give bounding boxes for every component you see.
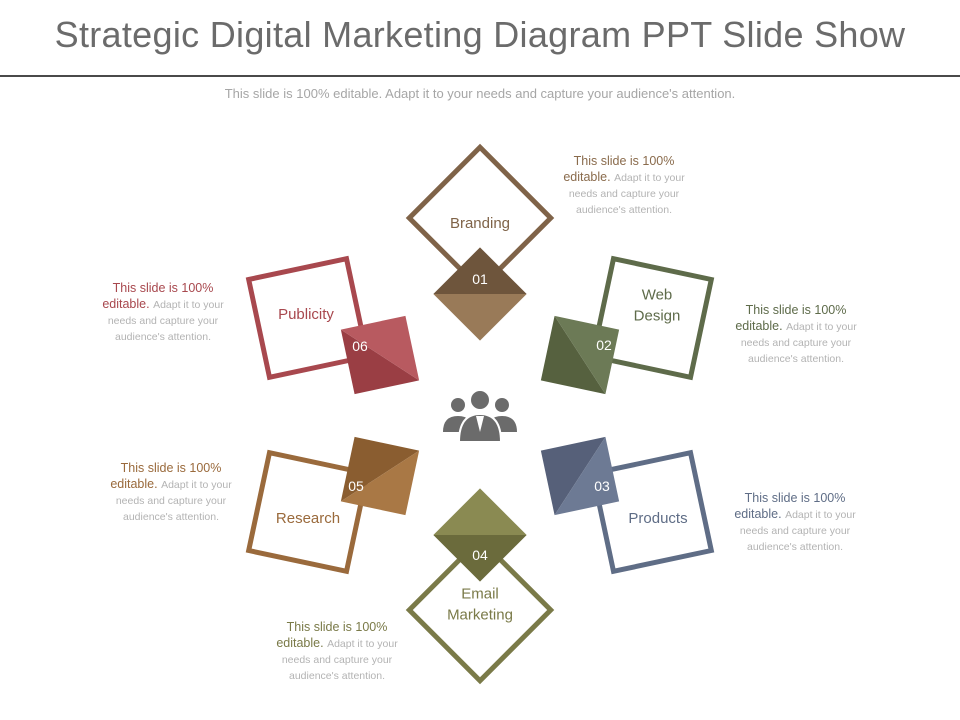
badge-shade-dark [340, 329, 420, 395]
note-highlight: This slide is 100% editable. [276, 620, 388, 650]
note-body: Adapt it to your needs and capture your … [107, 299, 224, 343]
node-label: Marketing [447, 607, 513, 624]
node-frame [589, 255, 715, 381]
note-web-design: This slide is 100% editable. Adapt it to… [721, 302, 871, 366]
badge-shade-light [340, 450, 420, 516]
note-research: This slide is 100% editable. Adapt it to… [96, 460, 246, 524]
node-number: 05 [348, 478, 364, 494]
note-highlight: This slide is 100% editable. [734, 491, 846, 521]
node-label: Design [634, 308, 681, 325]
badge-shade-light [433, 535, 527, 582]
badge-shade-dark [540, 315, 606, 395]
node-number: 02 [596, 337, 612, 353]
node-number: 04 [472, 547, 488, 563]
note-body: Adapt it to your needs and capture your … [740, 321, 857, 365]
badge-shade-light [554, 436, 620, 516]
note-body: Adapt it to your needs and capture your … [739, 509, 856, 553]
badge-shade-dark [540, 436, 606, 516]
note-body: Adapt it to your needs and capture your … [568, 172, 685, 216]
node-publicity: 06 Publicity [245, 255, 420, 395]
badge-shade-light [554, 315, 620, 395]
slide-title: Strategic Digital Marketing Diagram PPT … [54, 14, 906, 55]
node-label: Branding [450, 215, 510, 232]
slide-subtitle: This slide is 100% editable. Adapt it to… [224, 86, 736, 101]
node-number: 06 [352, 338, 368, 354]
badge-shade-dark [433, 488, 527, 535]
node-label: Web [642, 287, 673, 304]
node-number: 03 [594, 478, 610, 494]
note-body: Adapt it to your needs and capture your … [281, 638, 398, 682]
node-number: 01 [472, 271, 488, 287]
node-label: Research [276, 510, 340, 527]
note-highlight: This slide is 100% editable. [110, 461, 222, 491]
note-highlight: This slide is 100% editable. [735, 303, 847, 333]
badge-shade-light [340, 315, 420, 381]
node-branding: 01 Branding [405, 143, 555, 341]
note-products: This slide is 100% editable. Adapt it to… [720, 490, 870, 554]
badge-shade-dark [340, 436, 420, 502]
people-group-icon [443, 389, 517, 443]
note-branding: This slide is 100% editable. Adapt it to… [549, 153, 699, 217]
node-frame [589, 449, 715, 575]
node-label: Products [628, 510, 687, 527]
note-highlight: This slide is 100% editable. [102, 281, 214, 311]
note-email-marketing: This slide is 100% editable. Adapt it to… [262, 619, 412, 683]
badge-shade-light [433, 294, 527, 341]
node-label: Email [461, 586, 499, 603]
note-publicity: This slide is 100% editable. Adapt it to… [88, 280, 238, 344]
title-divider [0, 75, 960, 77]
node-frame [405, 535, 555, 685]
note-highlight: This slide is 100% editable. [563, 154, 675, 184]
node-label: Publicity [278, 306, 334, 323]
badge-shade-dark [433, 247, 527, 294]
note-body: Adapt it to your needs and capture your … [115, 479, 232, 523]
node-frame [245, 449, 371, 575]
